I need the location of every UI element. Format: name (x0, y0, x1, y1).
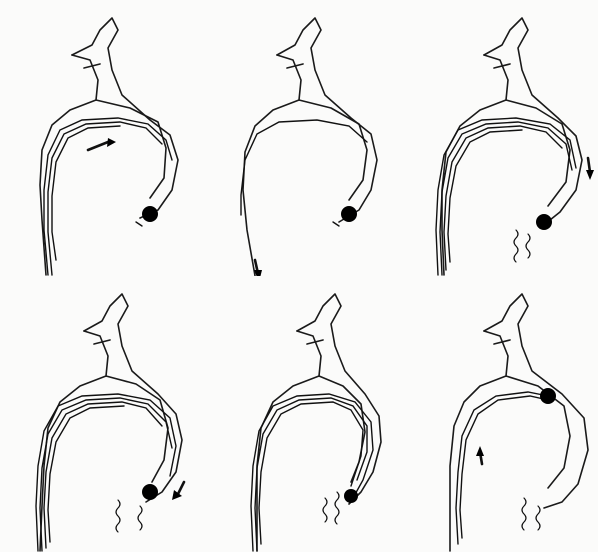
catheter-loops (456, 392, 548, 544)
aortic-arch-vessel (243, 18, 377, 276)
panel-5-drawing (199, 276, 398, 552)
panel-2 (199, 0, 398, 276)
panel-1-drawing (0, 0, 199, 276)
contrast-squiggle (536, 506, 540, 530)
aortic-arch-vessel (40, 18, 178, 275)
lesion-marker (536, 214, 552, 230)
arrowhead (476, 446, 484, 456)
contrast-squiggle (335, 492, 339, 524)
contrast-squiggle (116, 500, 120, 532)
contrast-squiggle (526, 234, 530, 258)
lesion-marker (142, 484, 158, 500)
contrast-squiggle (514, 230, 518, 262)
lesion-marker (344, 489, 358, 503)
lesion-marker (142, 206, 158, 222)
panel-4-drawing (0, 276, 199, 552)
lesion-marker (341, 206, 357, 222)
panel-1 (0, 0, 199, 276)
motion-arrow (88, 142, 108, 150)
catheter-loops (36, 394, 176, 551)
panel-5 (199, 276, 398, 552)
contrast-squiggle (323, 498, 327, 522)
ostium-tick (136, 222, 142, 226)
contrast-squiggle (138, 506, 142, 530)
motion-arrow (588, 158, 590, 172)
panel-6-drawing (398, 276, 597, 552)
ostium-tick (333, 222, 339, 226)
panel-3 (398, 0, 597, 276)
contrast-squiggle (522, 498, 526, 530)
panel-3-drawing (398, 0, 597, 276)
panel-2-drawing (199, 0, 398, 276)
panel-4 (0, 276, 199, 552)
arrowhead (586, 170, 594, 180)
lesion-marker (540, 388, 556, 404)
motion-arrow (178, 482, 184, 494)
panel-6 (398, 276, 597, 552)
catheter-loops (241, 120, 367, 215)
aortic-arch-vessel (450, 294, 588, 551)
arrowhead (107, 138, 116, 147)
